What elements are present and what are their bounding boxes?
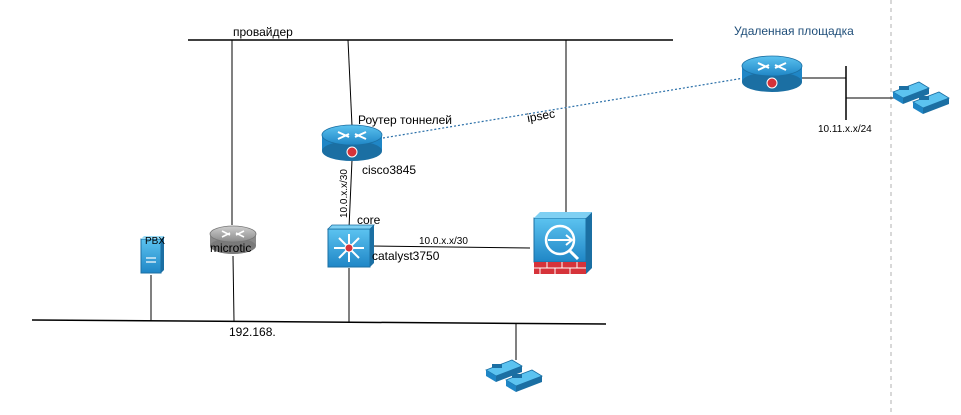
ip-phone-icon — [912, 91, 950, 114]
core-link-label: 10.0.x.x/30 — [339, 169, 350, 218]
link-microtic-lan — [232, 255, 235, 322]
multilayer-switch-icon — [327, 224, 375, 268]
firewall-icon — [533, 212, 592, 274]
catalyst-label: catalyst3750 — [372, 249, 440, 263]
provider-label: провайдер — [233, 25, 293, 39]
remote-site-title: Удаленная площадка — [734, 24, 854, 38]
ip-phone-icon — [892, 81, 930, 104]
remote-net-label: 10.11.x.x/24 — [818, 124, 872, 135]
ipsec-tunnel — [382, 77, 745, 139]
link-cisco-core — [348, 159, 353, 229]
router-icon — [209, 225, 257, 254]
microtic-label: microtic — [210, 241, 251, 255]
lan-bus — [31, 319, 607, 325]
link-core-firewall — [368, 245, 531, 249]
core-label: core — [357, 213, 381, 227]
lan-label: 192.168. — [229, 325, 276, 339]
fw-link-label: 10.0.x.x/30 — [419, 236, 468, 247]
cisco3845-label: cisco3845 — [362, 163, 416, 177]
router-icon — [321, 124, 383, 161]
pbx-label: PBX — [145, 236, 165, 247]
link-cisco-provider — [347, 39, 353, 127]
ip-phone-icon — [485, 359, 523, 382]
ip-phone-icon — [505, 369, 543, 392]
server-icon — [140, 236, 164, 274]
ipsec-label: ipsec — [526, 106, 556, 125]
tunnel-router-label: Роутер тоннелей — [358, 113, 452, 127]
router-icon — [741, 55, 803, 92]
